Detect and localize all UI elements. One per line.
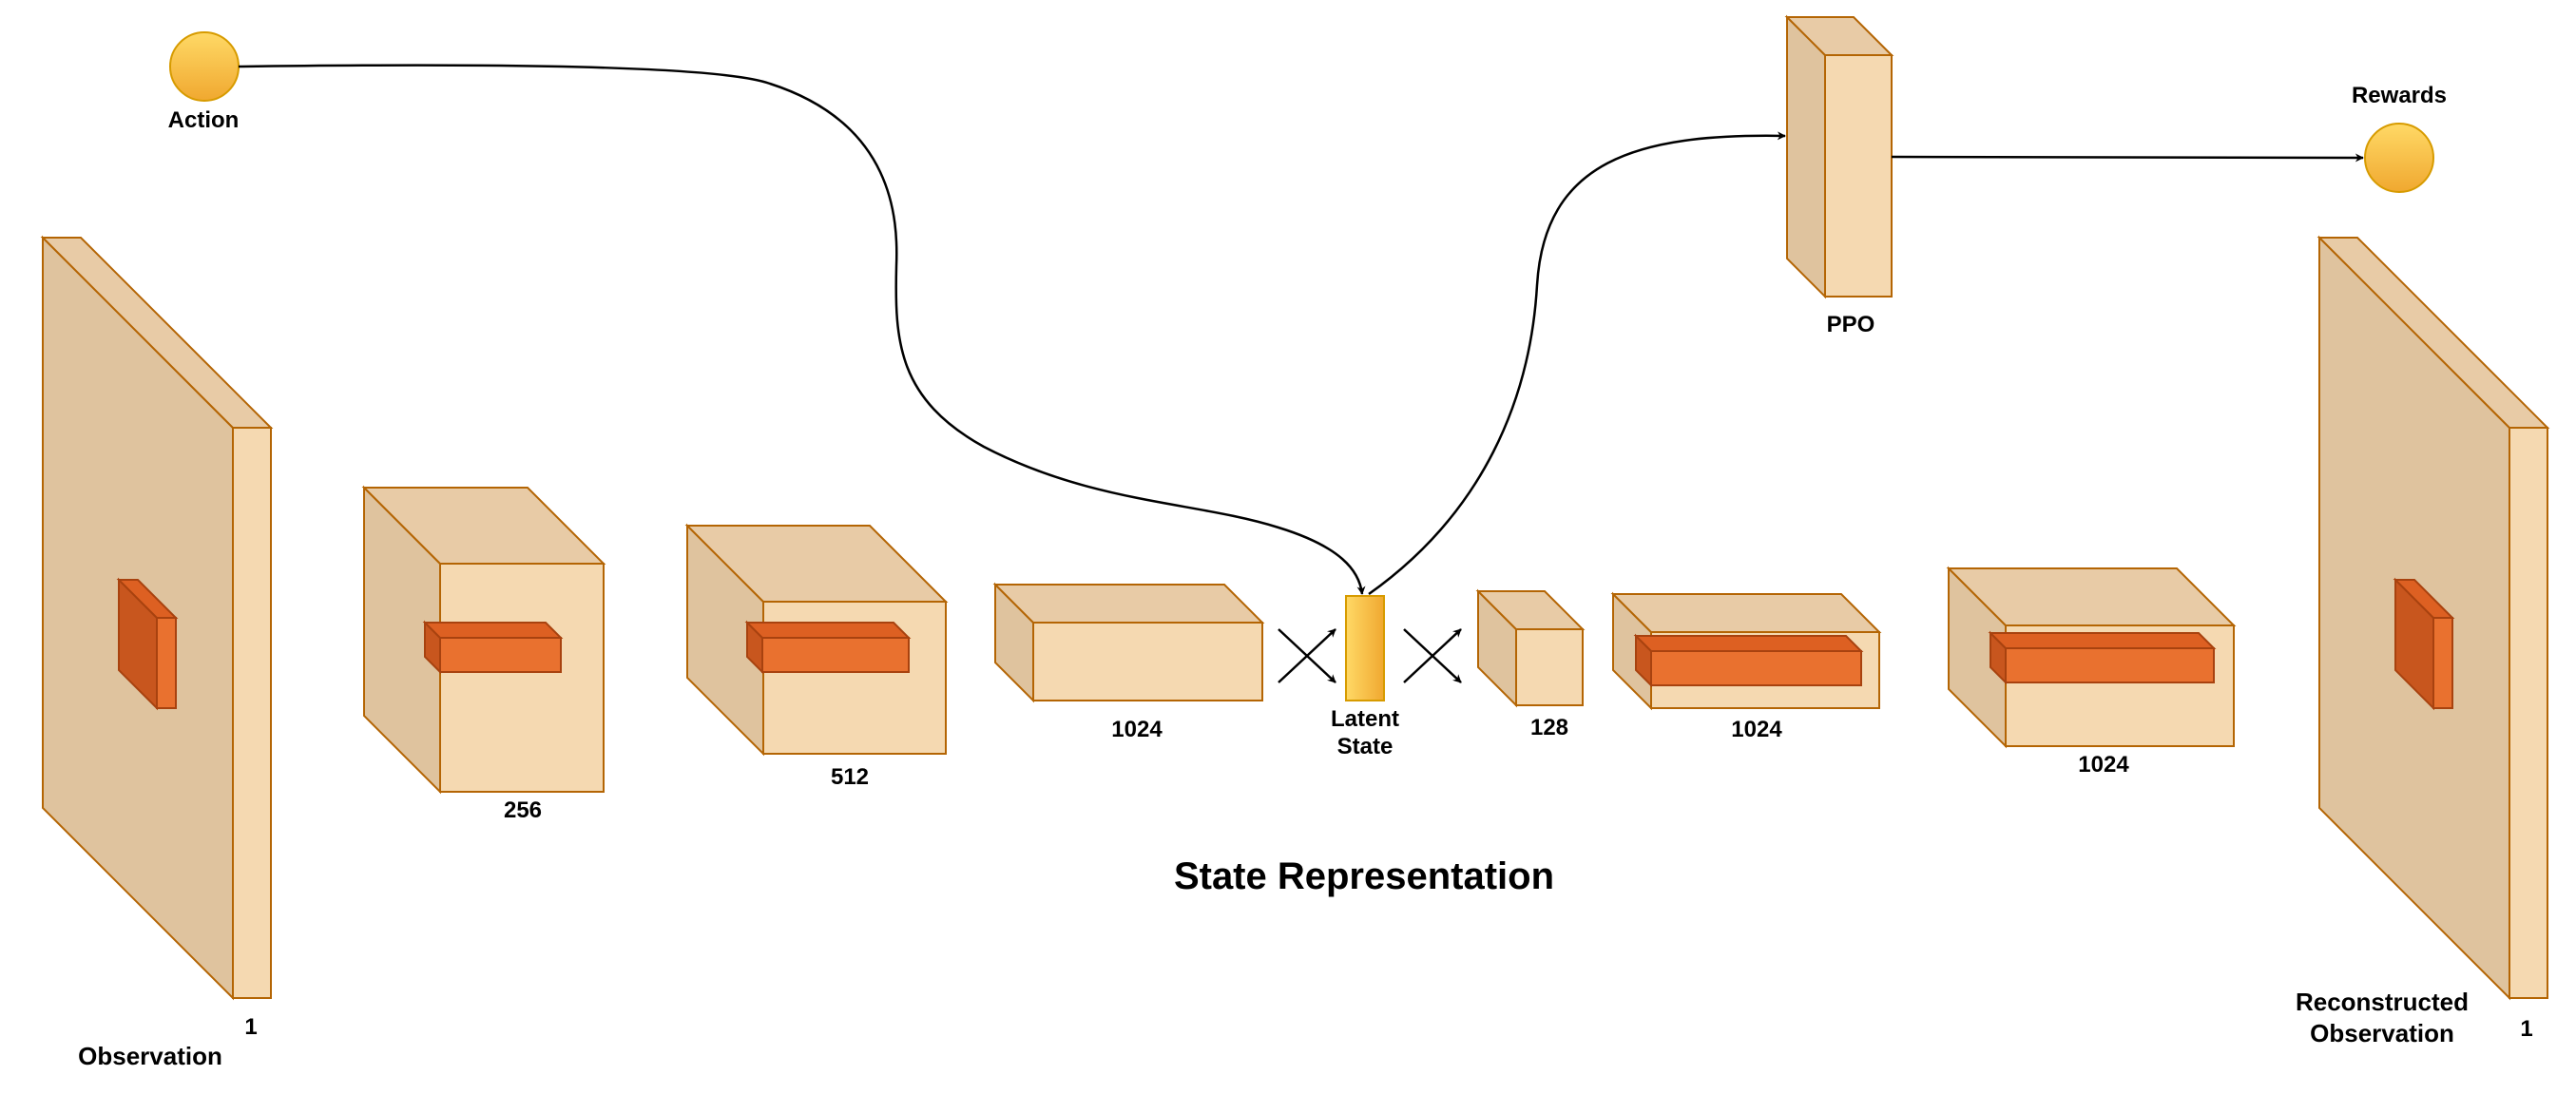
observation-label: Observation — [78, 1042, 222, 1070]
reconstructed-label-line2: Observation — [2310, 1019, 2454, 1047]
conv-512-block — [684, 523, 949, 757]
action-label: Action — [168, 107, 240, 133]
conv-256-label: 256 — [504, 797, 542, 823]
dense-1024-encoder-label: 1024 — [1111, 717, 1163, 742]
observation-input-block — [40, 235, 274, 1001]
conv-256-block — [361, 485, 606, 795]
conv-512-label: 512 — [831, 764, 869, 790]
dense-1024-decoder-block — [1610, 591, 1882, 711]
rewards-label: Rewards — [2352, 83, 2447, 108]
conv-512-kernel — [744, 620, 912, 675]
latent-state-vector — [1345, 595, 1385, 701]
reconstructed-label-line1: Reconstructed — [2296, 988, 2469, 1016]
diagram-title: State Representation — [1174, 855, 1554, 897]
latent-state-label-line2: State — [1337, 734, 1394, 759]
latent-to-ppo-arrow — [1368, 131, 1786, 596]
action-to-latent-arrow — [238, 64, 1366, 595]
deconv-1024-label: 1024 — [2078, 752, 2129, 778]
dense-1024-decoder-kernel — [1633, 633, 1864, 688]
deconv-1024-block — [1946, 566, 2237, 749]
reconstructed-kernel — [2393, 577, 2455, 711]
dense-1024-encoder-block — [992, 582, 1265, 703]
deconv-1024-kernel — [1988, 630, 2217, 685]
reconstructed-channels-label: 1 — [2520, 1016, 2532, 1042]
conv-256-kernel — [422, 620, 564, 675]
ppo-label: PPO — [1827, 312, 1875, 337]
ppo-block — [1784, 14, 1894, 299]
encoder-connection-arrows — [1278, 628, 1336, 683]
dense-1024-decoder-label: 1024 — [1731, 717, 1782, 742]
observation-channels-label: 1 — [244, 1014, 257, 1040]
reconstructed-observation-block — [2316, 235, 2550, 1001]
action-node — [169, 31, 240, 102]
dense-128-block — [1475, 588, 1586, 708]
rewards-node — [2364, 123, 2434, 193]
latent-state-label-line1: Latent — [1331, 706, 1399, 732]
observation-kernel — [116, 577, 179, 711]
ppo-to-rewards-arrow — [1891, 153, 2364, 163]
decoder-connection-arrows — [1403, 628, 1462, 683]
dense-128-label: 128 — [1530, 715, 1568, 740]
